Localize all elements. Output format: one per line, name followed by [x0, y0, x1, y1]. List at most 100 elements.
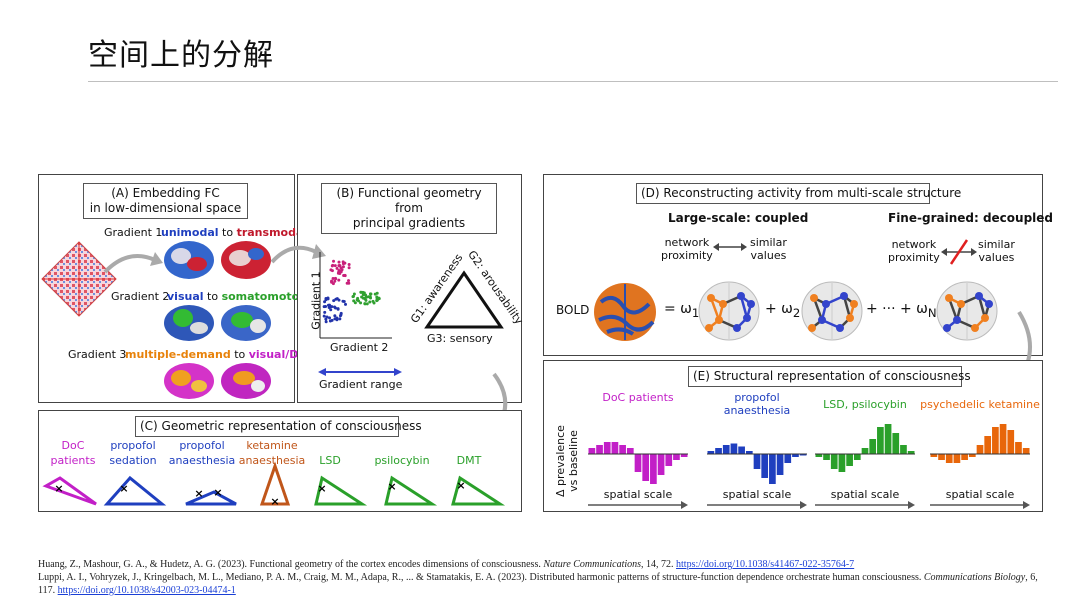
scatter-point: [330, 318, 334, 322]
scatter-x-axis-label: Gradient 2: [330, 341, 389, 354]
harmonic-brain-n: [936, 281, 998, 341]
panel-e-chart-2-bar: [776, 454, 784, 475]
harmonic-network-node: [836, 324, 844, 332]
scatter-point: [337, 260, 341, 264]
equation-term-1: = ω1: [664, 302, 700, 320]
scatter-point: [326, 303, 330, 307]
gradient1-label: Gradient 1: [104, 226, 163, 239]
decoupled-similar-values: similar values: [978, 238, 1015, 264]
gradient3-to-word: to: [234, 348, 246, 361]
panel-e-chart-4-axis-arrow: [930, 501, 1030, 509]
gradient1-to: transmodal: [236, 226, 308, 239]
scatter-point: [337, 298, 341, 302]
fine-grained-heading: Fine-grained: decoupled: [888, 211, 1053, 225]
harmonic-network-node: [850, 300, 858, 308]
scatter-point: [345, 281, 349, 285]
panel-e-chart-1-bar: [611, 442, 619, 454]
gradient2-to-word: to: [207, 290, 219, 303]
scatter-point: [359, 301, 363, 305]
harmonic-network-node: [705, 324, 713, 332]
scatter-point: [363, 297, 367, 301]
slide-title: 空间上的分解: [88, 38, 274, 73]
panel-e-chart-1: [588, 442, 688, 484]
panel-e-chart-2: [707, 443, 807, 484]
condition-3-marker-1: ×: [194, 487, 203, 500]
harmonic-network-node: [719, 300, 727, 308]
equation-sub-1: 1: [691, 305, 700, 320]
harmonic-network-node: [733, 324, 741, 332]
condition-3-marker-2: ×: [213, 486, 222, 499]
scatter-point: [347, 263, 351, 267]
scatter-point: [334, 297, 338, 301]
scatter-point: [335, 318, 339, 322]
panel-e-chart-4-bar: [992, 427, 999, 454]
reference-1-link[interactable]: https://doi.org/10.1038/s41467-022-35764…: [676, 559, 855, 570]
scatter-point: [324, 320, 328, 324]
references: Huang, Z., Mashour, G. A., & Hudetz, A. …: [38, 558, 1048, 597]
scatter-point: [324, 317, 328, 321]
scatter-point: [333, 264, 337, 268]
equation-term-2: + ω2: [765, 302, 801, 320]
scatter-point: [333, 279, 337, 283]
panel-e-chart-3-bar: [823, 454, 830, 460]
panel-e-chart-1-bar: [596, 445, 603, 454]
equation-plus-dots: + ··· + ω: [866, 301, 928, 317]
coupled-similar-values: similar values: [750, 236, 787, 262]
panel-e-chart-2-bar: [761, 454, 769, 478]
scatter-point: [336, 307, 340, 311]
gradient3-from: multiple-demand: [125, 348, 231, 361]
equation-sub-2: 2: [792, 305, 801, 320]
panel-e-chart-1-bar: [642, 454, 650, 481]
condition-5-marker-1: ×: [317, 482, 326, 495]
scatter-point: [361, 290, 365, 294]
condition-7-line2: DMT: [456, 454, 482, 467]
panel-e-chart-4-bar: [1022, 448, 1030, 454]
panel-e-chart-2-bar: [784, 454, 792, 463]
coupled-network-proximity: network proximity: [661, 236, 713, 262]
reference-2-link[interactable]: https://doi.org/10.1038/s42003-023-04474…: [57, 585, 236, 596]
panel-e-chart-2-bar: [738, 446, 745, 454]
gradient-range-label: Gradient range: [319, 378, 403, 391]
panel-e-chart-1-bar: [673, 454, 680, 460]
panel-e-chart-1-bar: [634, 454, 642, 472]
scatter-point: [329, 308, 333, 312]
scatter-point: [339, 311, 343, 315]
scatter-point: [368, 300, 372, 304]
brain-gradient1-right: [221, 241, 271, 279]
panel-e-chart-2-bar: [745, 451, 753, 454]
panel-e-chart-2-bar: [722, 445, 730, 454]
gradient-scatter-plot: [319, 252, 392, 339]
gradient-range-arrow: [318, 368, 402, 376]
scatter-point: [324, 305, 328, 309]
panel-e-chart-3-xlabel: spatial scale: [830, 488, 900, 501]
condition-6-line2: psilocybin: [374, 454, 430, 467]
scatter-point: [337, 269, 341, 273]
scatter-point: [328, 316, 332, 320]
reference-1-text: Huang, Z., Mashour, G. A., & Hudetz, A. …: [38, 559, 544, 570]
scatter-point: [330, 280, 334, 284]
coupled-double-arrow: [713, 243, 747, 251]
scatter-point: [347, 266, 351, 270]
panel-e-chart-2-bar: [769, 454, 776, 484]
scatter-point: [333, 314, 337, 318]
scatter-point: [338, 317, 342, 321]
gradient1-to-word: to: [222, 226, 234, 239]
panel-e-chart-4-bar: [961, 454, 968, 460]
equation-sub-n: N: [927, 305, 937, 320]
harmonic-network-node: [810, 294, 818, 302]
panel-e-chart-1-bar: [626, 448, 634, 454]
harmonic-network-node: [743, 314, 751, 322]
panel-e-chart-4-title: psychedelic ketamine: [920, 398, 1040, 411]
harmonic-network-node: [945, 294, 953, 302]
panel-e-chart-2-title: propofol anaesthesia: [723, 391, 791, 417]
harmonic-network-node: [846, 314, 854, 322]
scatter-point: [364, 293, 368, 297]
panel-e-chart-4-bar: [945, 454, 953, 463]
scatter-point: [344, 302, 348, 306]
scatter-point: [322, 314, 326, 318]
decoupled-crossed-arrow: [941, 239, 977, 265]
gradient2-range: visual to somatomotor: [167, 290, 305, 303]
scatter-point: [363, 302, 367, 306]
